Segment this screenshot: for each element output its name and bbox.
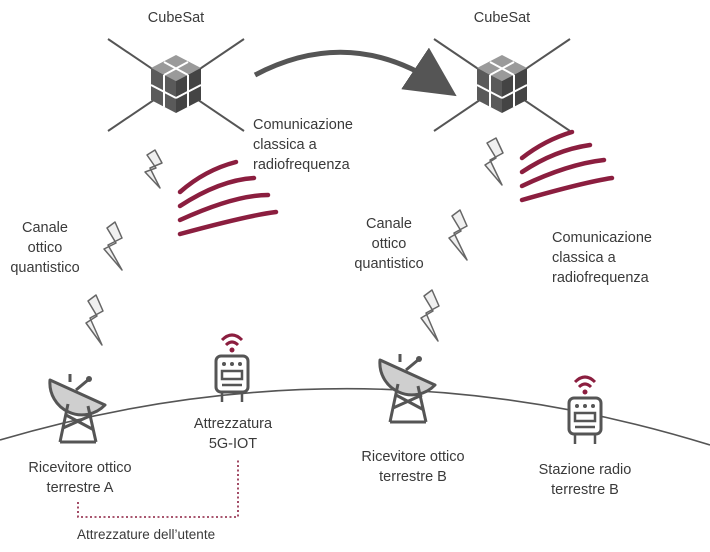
cubesat-left-icon bbox=[107, 38, 245, 132]
cubesat-right-icon bbox=[433, 38, 571, 132]
optical-beam-right-icon bbox=[420, 137, 504, 342]
rf-waves-right-icon bbox=[519, 129, 615, 203]
cubesat-right-label: CubeSat bbox=[473, 10, 531, 26]
receiver-b-label: Ricevitore ottico terrestre B bbox=[361, 449, 465, 485]
optical-beam-left-icon bbox=[85, 149, 163, 346]
equipment-5g-label: Attrezzatura 5G-IOT bbox=[193, 416, 273, 452]
receiver-a-label: Ricevitore ottico terrestre A bbox=[28, 460, 132, 496]
optical-channel-left-label: Canale ottico quantistico bbox=[10, 220, 80, 276]
optical-channel-right-label: Canale ottico quantistico bbox=[354, 216, 424, 272]
optical-receiver-a-icon bbox=[48, 374, 107, 444]
optical-receiver-b-icon bbox=[378, 354, 437, 424]
rf-link-right-label: Comunicazione classica a radiofrequenza bbox=[552, 230, 652, 286]
earth-horizon bbox=[0, 387, 710, 446]
user-equipment-bracket bbox=[77, 460, 239, 518]
rf-link-left-label: Comunicazione classica a radiofrequenza bbox=[253, 117, 353, 173]
radio-station-b-icon bbox=[567, 375, 603, 444]
iot-device-icon bbox=[214, 333, 250, 402]
radio-station-b-label: Stazione radio terrestre B bbox=[538, 462, 632, 498]
rf-waves-left-icon bbox=[177, 159, 279, 237]
orbit-arrow bbox=[253, 47, 457, 97]
user-equipment-label: Attrezzature dell’utente bbox=[77, 527, 216, 542]
cubesat-left-label: CubeSat bbox=[147, 10, 205, 26]
